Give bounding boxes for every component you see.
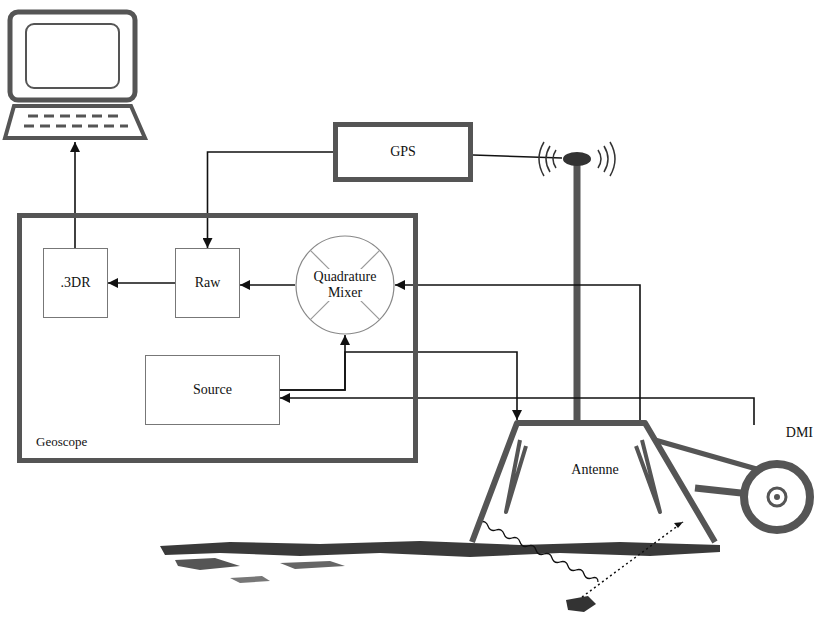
node-label: Raw <box>195 275 221 291</box>
laptop-icon <box>5 12 145 138</box>
signal-arrow <box>395 285 640 420</box>
antenna-frame <box>470 420 720 545</box>
antenna-pole <box>574 165 581 422</box>
node-label: .3DR <box>61 275 91 291</box>
node-label: DMI <box>786 425 813 441</box>
mixer-circle: Quadrature Mixer <box>295 235 395 335</box>
ground <box>160 541 720 557</box>
node-label: GPS <box>390 144 416 160</box>
ground-patch <box>230 576 270 583</box>
file-box: .3DR <box>43 248 108 318</box>
transmitted-wave <box>480 522 598 583</box>
geoscope-box: .3DR Raw Quadrature MixerSourceGeoscope <box>17 213 418 463</box>
node-label: Antenne <box>571 462 618 478</box>
gps-box: GPS <box>333 122 473 182</box>
signal-arrow <box>280 335 345 390</box>
buried-object <box>566 596 596 612</box>
antenna-shape: Antenne <box>470 420 720 545</box>
gps-wire <box>473 155 562 158</box>
ground-patch <box>175 558 240 570</box>
node-label: Source <box>193 382 232 398</box>
wheel-symbol <box>739 425 817 537</box>
file-box: Raw <box>175 248 240 318</box>
node-label: Quadrature Mixer <box>304 269 386 301</box>
signal-arrow <box>240 284 295 286</box>
source-box: Source <box>145 355 280 425</box>
node-label: Geoscope <box>36 435 87 450</box>
reflected-wave-head <box>674 522 683 528</box>
signal-arrow <box>208 152 334 248</box>
signal-arrow <box>108 282 175 284</box>
gps-antenna <box>563 152 591 166</box>
signal-arrow <box>280 352 517 420</box>
output-arrow <box>74 142 76 248</box>
radio-waves <box>539 142 615 176</box>
dmi-wheel: DMI <box>739 425 817 537</box>
reflected-wave <box>582 522 683 597</box>
ground-patch <box>280 561 345 569</box>
